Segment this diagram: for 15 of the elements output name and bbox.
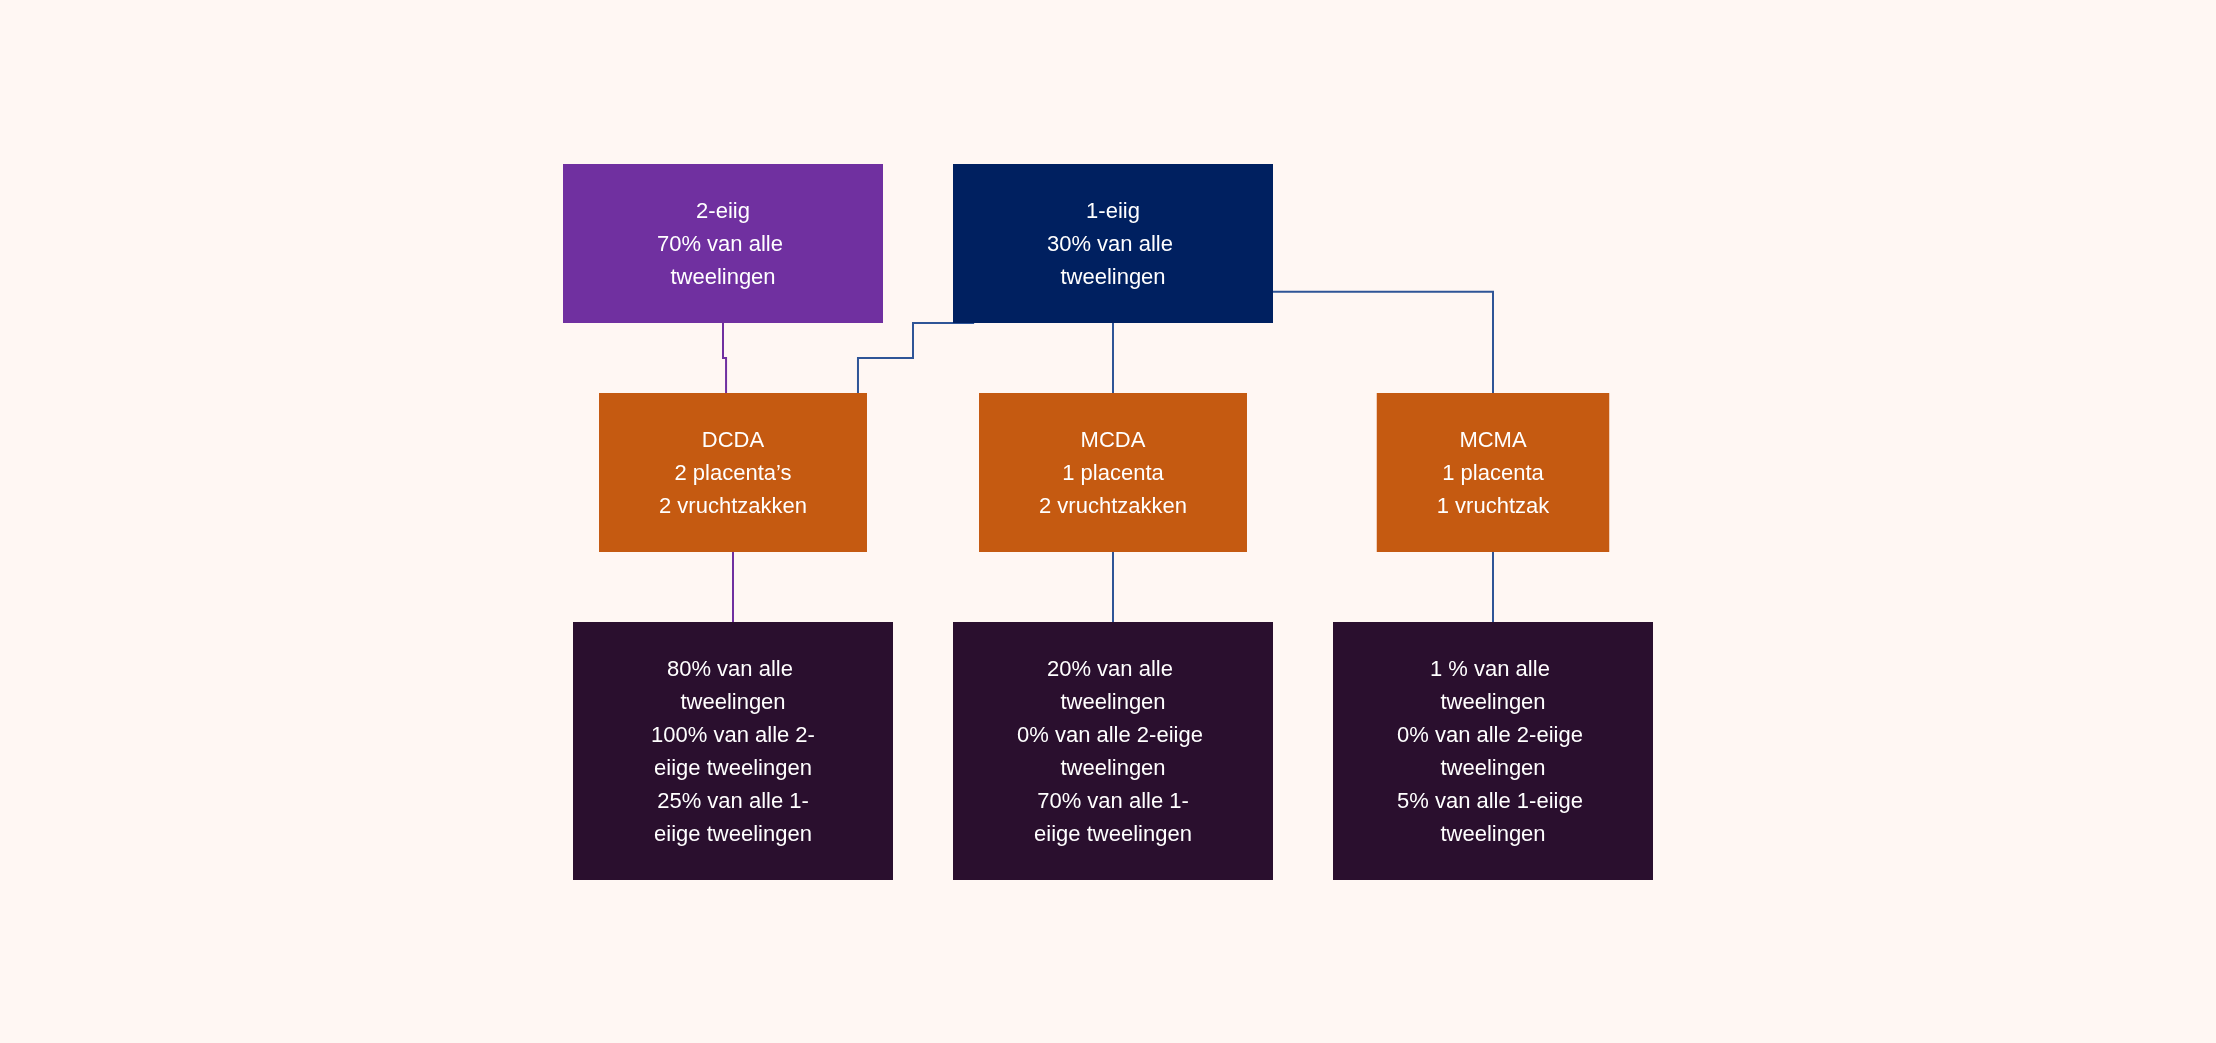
node-box: 20% van alle tweelingen 0% van alle 2-eiige tweelingen 70% van alle 1-eiige tweelingen xyxy=(953,621,1273,880)
node-box: 80% van alle tweelingen 100% van alle 2-eiige tweelingen 25% van alle 1-eiige tweelingen xyxy=(573,621,893,880)
node-box: 2-eiig 70% van alle tweelingen xyxy=(563,163,883,323)
connector xyxy=(1112,550,1114,623)
node-box: MCMA 1 placenta 1 vruchtzak xyxy=(1376,392,1610,552)
connector xyxy=(857,321,976,394)
connector xyxy=(1272,290,1494,394)
node-box: 1-eiig 30% van alle tweelingen xyxy=(953,163,1273,323)
connector xyxy=(1112,321,1114,394)
connector xyxy=(1492,550,1494,623)
connector xyxy=(732,550,734,623)
node-box: 1 % van alle tweelingen 0% van alle 2-eiige tweelingen 5% van alle 1-eiige tweelingen xyxy=(1333,621,1653,880)
connector xyxy=(722,321,728,394)
node-box: MCDA 1 placenta 2 vruchtzakken xyxy=(979,392,1247,552)
node-box: DCDA 2 placenta’s 2 vruchtzakken xyxy=(599,392,867,552)
